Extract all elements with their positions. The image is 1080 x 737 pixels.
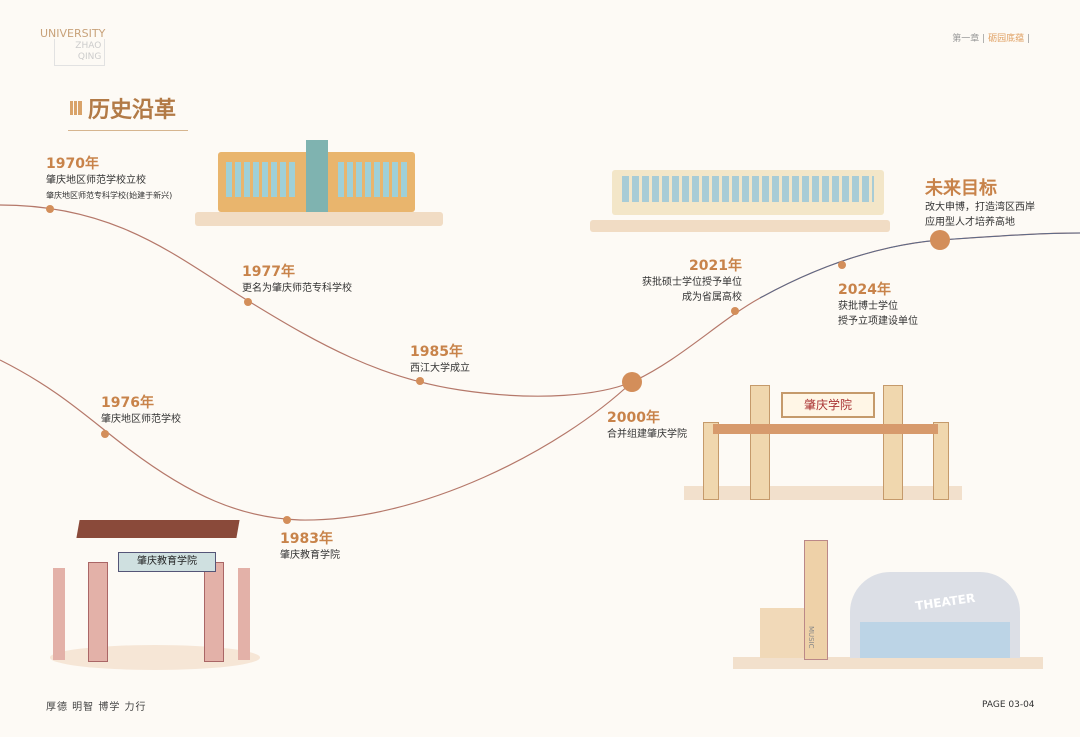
event-text: 获批硕士学位授予单位 xyxy=(642,277,742,288)
event-2021: 2021年获批硕士学位授予单位成为省属高校 xyxy=(634,255,742,305)
chapter-label: 第一章 | 砺园底蕴 | xyxy=(952,34,1030,44)
goal-title: 未来目标 xyxy=(925,178,997,199)
timeline-curve-secondary xyxy=(0,359,633,521)
building-1-base xyxy=(195,212,443,226)
event-text: 更名为肇庆师范专科学校 xyxy=(242,283,352,294)
logo-line2: ZHAO xyxy=(75,41,102,51)
event-text: 合并组建肇庆学院 xyxy=(607,429,687,440)
gate-sign: 肇庆学院 xyxy=(781,392,875,418)
node-2021 xyxy=(731,307,739,315)
event-1985: 1985年西江大学成立 xyxy=(410,341,470,376)
event-year: 1983年 xyxy=(280,531,333,547)
node-2024 xyxy=(838,261,846,269)
old-gate-base xyxy=(50,645,260,670)
page-number: PAGE 03-04 xyxy=(982,700,1035,710)
node-goal xyxy=(930,230,950,250)
event-2000: 2000年合并组建肇庆学院 xyxy=(607,407,687,442)
page-title: 历史沿革 xyxy=(68,92,189,131)
event-year: 1976年 xyxy=(101,395,154,411)
node-1976 xyxy=(101,430,109,438)
timeline-curve-main xyxy=(0,204,1080,397)
event-text: 肇庆教育学院 xyxy=(280,550,340,561)
node-1983 xyxy=(283,516,291,524)
old-gate-sign: 肇庆教育学院 xyxy=(118,552,216,572)
chapter-name: 砺园底蕴 xyxy=(988,34,1025,44)
theater-illustration: MUSIC THEATER xyxy=(760,540,1028,660)
motto: 厚德 明智 博学 力行 xyxy=(46,702,147,713)
building-2-base xyxy=(590,220,890,232)
event-1977: 1977年更名为肇庆师范专科学校 xyxy=(242,261,352,296)
event-year: 1970年 xyxy=(46,156,99,172)
music-label: MUSIC xyxy=(807,626,815,649)
building-1-illustration xyxy=(218,140,415,212)
event-year: 2021年 xyxy=(689,258,742,274)
event-year: 1977年 xyxy=(242,264,295,280)
goal-line2: 应用型人才培养高地 xyxy=(925,217,1015,228)
event-1983: 1983年肇庆教育学院 xyxy=(280,528,340,563)
event-text: 肇庆地区师范学校立校 xyxy=(46,175,146,186)
theater-base xyxy=(733,657,1043,669)
event-text2: 成为省属高校 xyxy=(682,292,742,303)
event-year: 2024年 xyxy=(838,282,891,298)
event-text: 获批博士学位 xyxy=(838,301,898,312)
bar-chart-icon xyxy=(70,101,82,115)
event-1970: 1970年肇庆地区师范学校立校肇庆地区师范专科学校(始建于新兴) xyxy=(46,153,172,203)
chapter-number: 第一章 xyxy=(952,34,980,44)
event-text2: 授予立项建设单位 xyxy=(838,316,918,327)
event-year: 2000年 xyxy=(607,410,660,426)
logo-line1: UNIVERSITY xyxy=(40,27,106,40)
future-goal: 未来目标改大申博，打造湾区西岸应用型人才培养高地 xyxy=(925,174,1035,230)
event-note: 肇庆地区师范专科学校(始建于新兴) xyxy=(46,191,173,200)
goal-line1: 改大申博，打造湾区西岸 xyxy=(925,202,1035,213)
node-1985 xyxy=(416,377,424,385)
event-2024: 2024年获批博士学位授予立项建设单位 xyxy=(838,279,918,329)
university-gate-illustration: 肇庆学院 xyxy=(703,385,949,500)
event-1976: 1976年肇庆地区师范学校 xyxy=(101,392,181,427)
old-gate-illustration: 肇庆教育学院 xyxy=(38,520,268,662)
event-text: 西江大学成立 xyxy=(410,363,470,374)
event-text: 肇庆地区师范学校 xyxy=(101,414,181,425)
event-year: 1985年 xyxy=(410,344,463,360)
node-1970 xyxy=(46,205,54,213)
logo-line3: QING xyxy=(77,52,102,62)
node-1977 xyxy=(244,298,252,306)
building-2-illustration xyxy=(612,170,884,215)
node-2000 xyxy=(622,372,642,392)
